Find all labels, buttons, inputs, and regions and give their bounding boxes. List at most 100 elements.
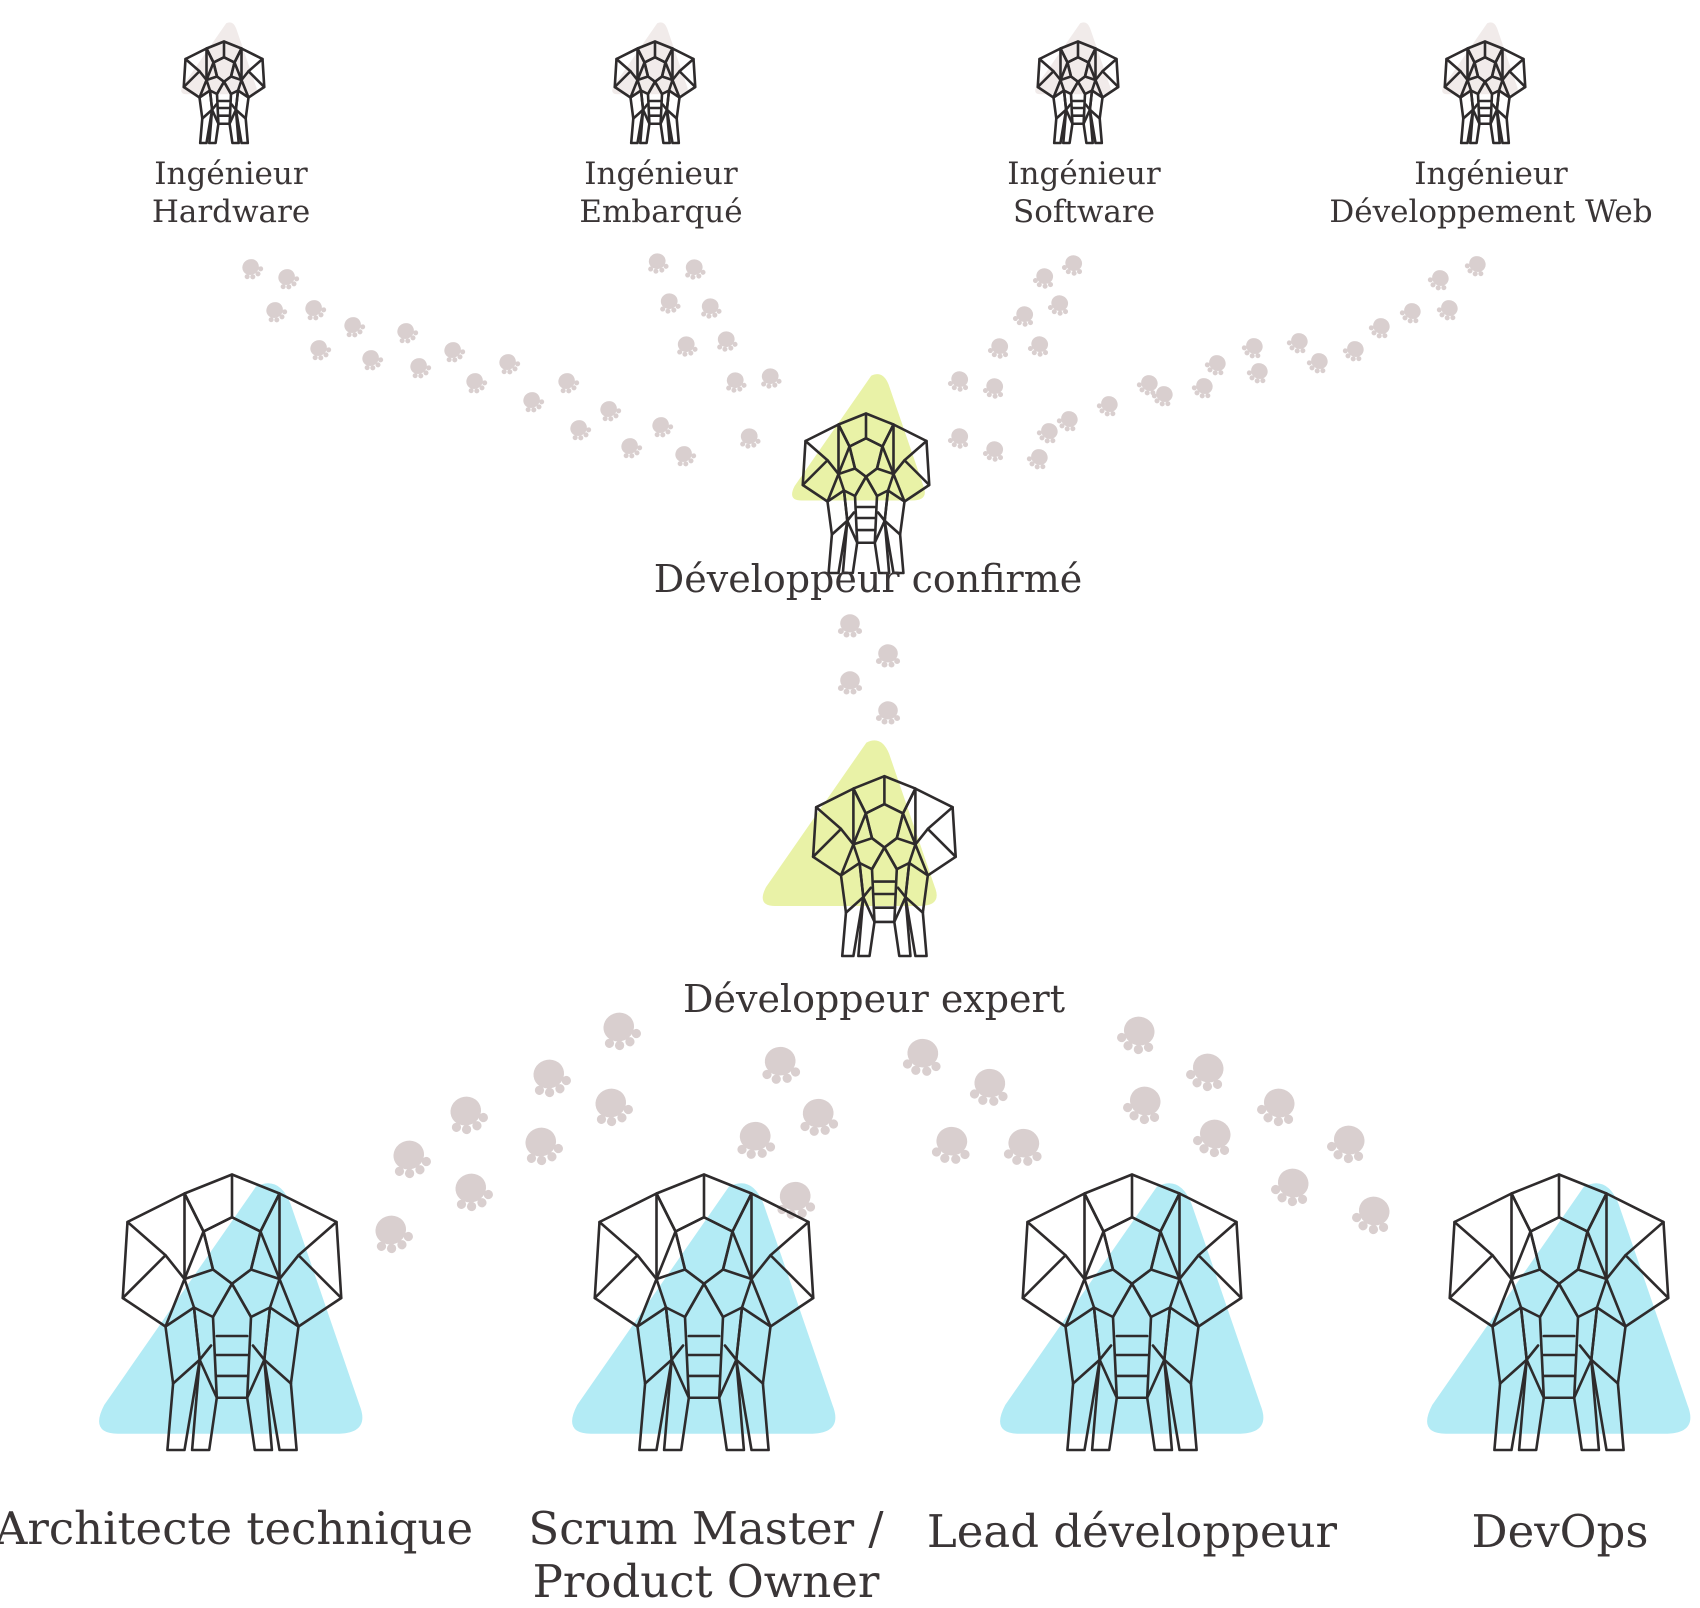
elephant-devops [1427, 1173, 1691, 1452]
paw-print-icon [526, 1054, 575, 1102]
paw-print-icon [553, 369, 582, 397]
paw-print-icon [670, 442, 699, 470]
paw-print-icon [837, 671, 863, 695]
paw-print-icon [735, 1120, 776, 1160]
triangle-background [572, 1183, 836, 1434]
elephant-scrum-master [572, 1173, 836, 1452]
elephant-developpeur-confirme [792, 374, 931, 575]
paw-print-icon [1253, 1083, 1302, 1131]
paw-print-icon [1054, 407, 1083, 435]
paw-print-icon [1003, 1127, 1044, 1167]
paw-print-icon [1434, 296, 1463, 324]
paw-print-icon [946, 425, 972, 451]
triangle-background [99, 1183, 363, 1434]
paw-print-icon [518, 388, 547, 416]
paw-print-icon [565, 416, 594, 444]
paw-print-icon [775, 1180, 816, 1220]
elephant-developpeur-expert [762, 740, 957, 958]
paw-print-icon [969, 1067, 1010, 1107]
paw-print-icon [305, 336, 334, 364]
paw-print-icon [647, 413, 676, 441]
paw-print-icon [392, 319, 421, 347]
paw-print-icon [439, 338, 468, 366]
paw-print-icon [595, 397, 624, 425]
paw-print-icon [723, 370, 748, 394]
paw-print-icon [760, 1045, 801, 1085]
paw-print-icon [1425, 266, 1454, 294]
elephant-ingenieur-hardware [181, 22, 266, 145]
role-label-developpeur-expert: Développeur expert [683, 977, 1065, 1021]
paw-print-icon [837, 614, 863, 638]
paw-print-icon [461, 369, 490, 397]
paw-print-icon [300, 296, 329, 324]
triangle-background [1000, 1183, 1264, 1434]
paw-print-icon [1304, 349, 1333, 377]
paw-print-icon [386, 1135, 435, 1183]
paw-print-icon [946, 368, 972, 394]
paw-print-icon [443, 1091, 492, 1139]
paw-print-icon [714, 329, 739, 353]
paw-print-icon [357, 346, 386, 374]
paw-print-icon [1026, 333, 1052, 359]
triangle-background [181, 22, 257, 95]
paw-print-icon [1239, 334, 1268, 362]
triangle-background [1427, 1183, 1691, 1434]
paw-print-icon [1034, 419, 1063, 447]
paw-print-icon [588, 1083, 637, 1131]
paw-print-icon [1366, 314, 1395, 342]
elephant-ingenieur-embarque [612, 22, 697, 145]
paw-print-icon [339, 313, 368, 341]
role-label-lead-developpeur: Lead développeur [926, 1505, 1338, 1558]
paw-print-icon [931, 1125, 972, 1165]
paw-print-icon [1267, 1163, 1316, 1211]
elephant-ingenieur-software [1035, 22, 1120, 145]
role-label-scrum-master-product-owner: Scrum Master /Product Owner [528, 1502, 884, 1608]
elephant-architecte-technique [99, 1173, 363, 1452]
paw-print-icon [758, 366, 783, 390]
triangle-background [1035, 22, 1111, 95]
paw-print-icon [981, 375, 1007, 401]
paw-print-icon [273, 265, 302, 293]
paw-print-icon [1284, 329, 1313, 357]
paw-print-icon [1462, 252, 1491, 280]
paw-print-icon [368, 1210, 417, 1258]
paw-print-icon [1202, 351, 1231, 379]
role-label-architecte-technique: Architecte technique [0, 1502, 474, 1555]
paw-print-icon [682, 257, 707, 281]
paw-print-icon [616, 434, 645, 462]
paw-print-icon [261, 298, 290, 326]
paw-print-icon [657, 291, 682, 315]
role-label-developpeur-confirme: Développeur confirmé [653, 557, 1083, 601]
triangle-background [1442, 22, 1518, 95]
paw-print-icon [1094, 392, 1123, 420]
paw-print-icon [1119, 1081, 1168, 1129]
paw-print-icon [1348, 1191, 1397, 1239]
paw-print-icon [1244, 359, 1273, 387]
role-label-devops: DevOps [1471, 1505, 1649, 1558]
paw-print-icon [1011, 303, 1037, 329]
paw-print-icon [1024, 445, 1053, 473]
paw-print-icon [1182, 1048, 1231, 1096]
paw-print-icon [645, 251, 670, 275]
paw-print-icon [518, 1122, 567, 1170]
paw-print-icon [1397, 299, 1426, 327]
paw-print-icon [875, 701, 901, 725]
paw-print-icon [902, 1037, 943, 1077]
elephant-lead-developpeur [1000, 1173, 1264, 1452]
paw-print-icon [405, 354, 434, 382]
paw-print-icon [1323, 1120, 1372, 1168]
paw-print-icon [494, 350, 523, 378]
paw-print-icon [981, 438, 1007, 464]
paw-print-icon [1046, 292, 1072, 318]
paw-print-icon [798, 1097, 839, 1137]
triangle-background [612, 22, 688, 95]
triangle-background [762, 740, 937, 906]
paw-print-icon [737, 426, 762, 450]
paw-print-icon [237, 255, 266, 283]
paw-print-icon [1189, 374, 1218, 402]
